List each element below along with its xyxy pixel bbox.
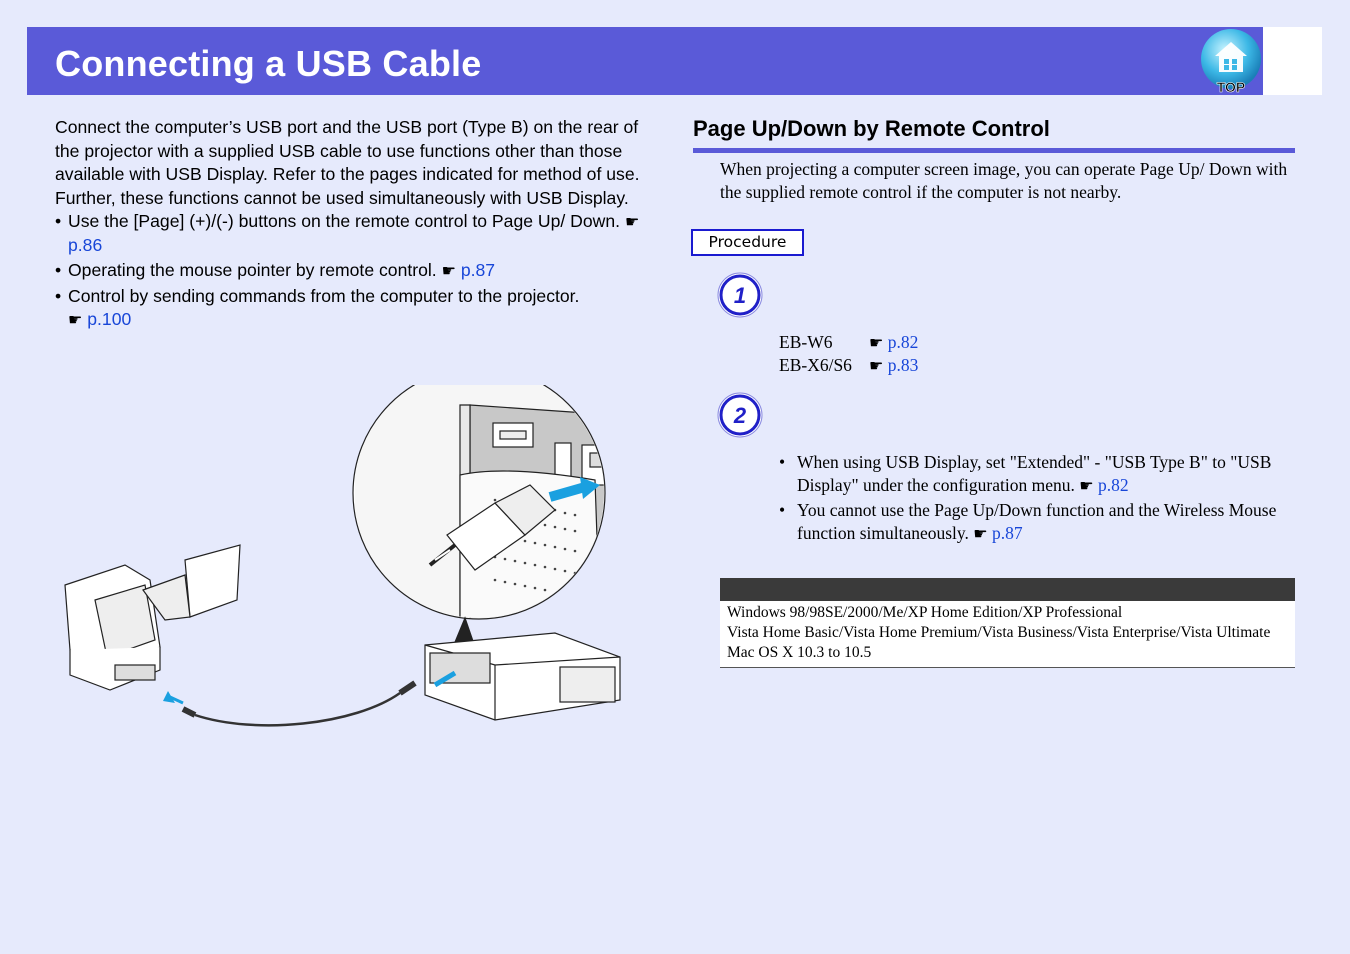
pointing-hand-icon: ☛ (869, 333, 884, 352)
list-item: • Control by sending commands from the c… (55, 285, 580, 330)
page-link[interactable]: p.86 (68, 234, 103, 255)
os-item: Windows 98/98SE/2000/Me/XP Home Edition/… (727, 604, 1123, 621)
step-1-marker: 1 (717, 272, 763, 318)
list-item: EB-X6/S6 ☛ p.83 (779, 354, 918, 377)
page-link[interactable]: p.83 (887, 355, 919, 375)
page-link[interactable]: p.100 (87, 309, 132, 329)
os-requirements-table: Windows 98/98SE/2000/Me/XP Home Edition/… (720, 578, 1295, 668)
list-item: • Use the [Page] (+)/(-) buttons on the … (55, 211, 640, 255)
os-item: Mac OS X 10.3 to 10.5 (727, 644, 872, 661)
procedure-badge: Procedure (691, 229, 804, 256)
section-heading: Page Up/Down by Remote Control (693, 116, 1295, 153)
page-link[interactable]: p.82 (887, 332, 919, 352)
model-name: EB-X6/S6 (779, 355, 852, 375)
section-intro: When projecting a computer screen image,… (720, 159, 1288, 202)
usb-connection-illustration (64, 385, 621, 727)
list-item: • Operating the mouse pointer by remote … (55, 260, 496, 280)
intro-paragraph: Connect the computer’s USB port and the … (55, 117, 640, 208)
top-button[interactable]: TOP (1197, 28, 1263, 95)
pointing-hand-icon: ☛ (624, 212, 640, 231)
model-name: EB-W6 (779, 332, 833, 352)
left-column: Connect the computer’s USB port and the … (55, 116, 655, 332)
pointing-hand-icon: ☛ (1079, 476, 1094, 495)
bullet-text: Control by sending commands from the com… (68, 285, 580, 306)
house-top-icon: TOP (1201, 29, 1261, 95)
os-item: Vista Home Basic/Vista Home Premium/Vist… (727, 624, 1271, 641)
pointing-hand-icon: ☛ (869, 356, 884, 375)
table-row: Windows 98/98SE/2000/Me/XP Home Edition/… (720, 601, 1295, 668)
note-text: When using USB Display, set "Extended" -… (797, 452, 1272, 495)
list-item: • When using USB Display, set "Extended"… (779, 452, 1272, 495)
header-bar: Connecting a USB Cable (27, 27, 1263, 95)
notes-list: • When using USB Display, set "Extended"… (779, 451, 1295, 545)
pointing-hand-icon: ☛ (973, 524, 988, 543)
bullet-text: Operating the mouse pointer by remote co… (68, 260, 437, 280)
step-number: 1 (734, 283, 746, 308)
bullet-text: Use the [Page] (+)/(-) buttons on the re… (68, 211, 621, 231)
page-link[interactable]: p.82 (1097, 475, 1129, 495)
table-header-row (720, 578, 1295, 601)
step-2-marker: 2 (717, 392, 763, 438)
top-button-label: TOP (1217, 79, 1246, 94)
page-title: Connecting a USB Cable (55, 43, 482, 84)
page-link[interactable]: p.87 (992, 523, 1023, 543)
pointing-hand-icon: ☛ (441, 261, 456, 280)
list-item: • You cannot use the Page Up/Down functi… (779, 500, 1277, 543)
step-number: 2 (733, 403, 747, 428)
page-link[interactable]: p.87 (460, 260, 496, 280)
note-text: You cannot use the Page Up/Down function… (797, 500, 1277, 543)
pointing-hand-icon: ☛ (68, 310, 83, 329)
list-item: EB-W6 ☛ p.82 (779, 331, 918, 354)
header-corner (1263, 27, 1322, 95)
model-reference-list: EB-W6 ☛ p.82 EB-X6/S6 ☛ p.83 (779, 331, 918, 377)
